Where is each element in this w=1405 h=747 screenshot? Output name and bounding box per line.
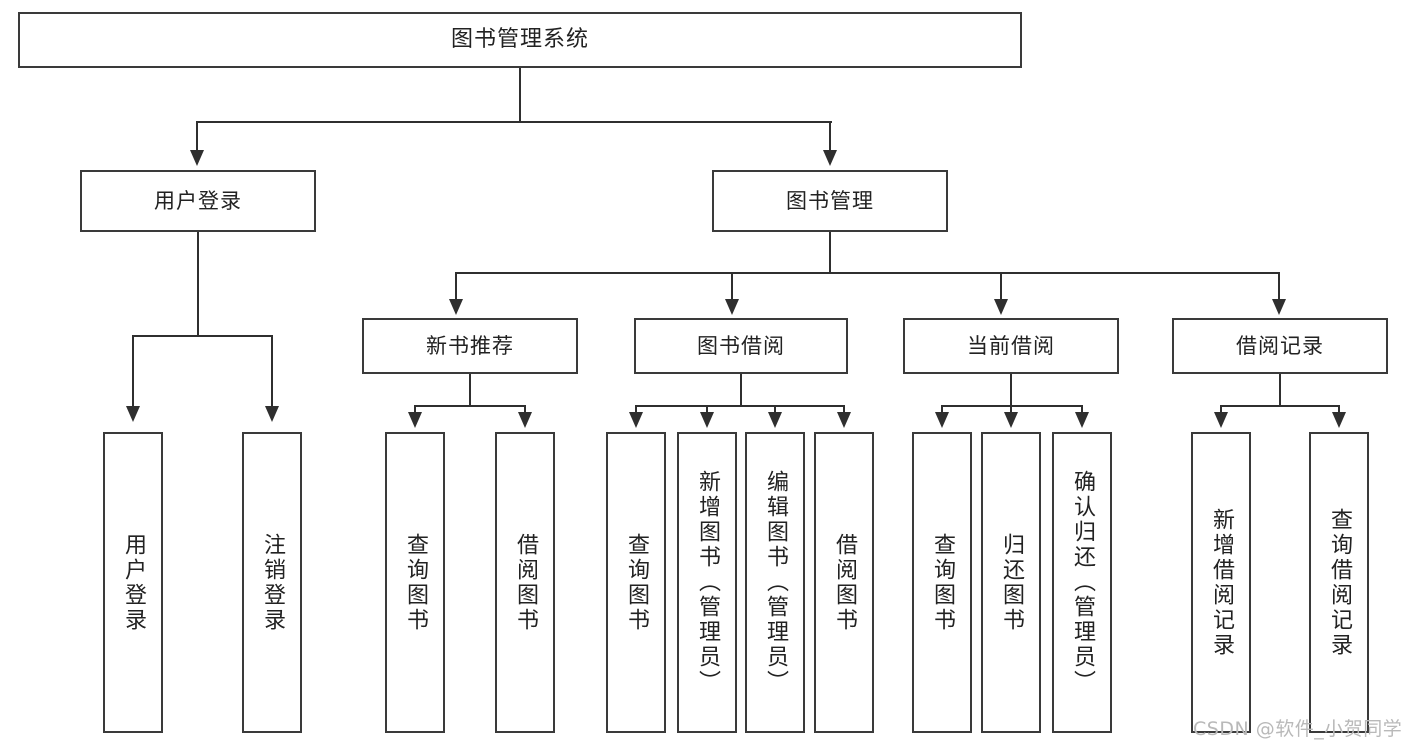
csdn-watermark: CSDN @软件_小贺同学 [1193, 718, 1403, 740]
node-label: 查询图书 [929, 532, 955, 633]
leaf-borrow-record-query[interactable]: 查询借阅记录 [1309, 432, 1369, 733]
connector-root-to-user-login [196, 121, 198, 151]
connector-book-manage-drop-4 [1278, 272, 1280, 300]
connector-new-book-stem [469, 374, 471, 406]
connector-current-borrow-stem [1010, 374, 1012, 406]
arrow-to-current-borrow [994, 299, 1008, 315]
node-book-manage[interactable]: 图书管理 [712, 170, 948, 232]
connector-borrow-record-stem [1279, 374, 1281, 406]
leaf-current-borrow-query[interactable]: 查询图书 [912, 432, 972, 733]
node-label: 图书借阅 [697, 333, 785, 358]
arrow-leaf-user-login-2 [265, 406, 279, 422]
node-label: 编辑图书（管理员） [762, 470, 788, 695]
node-label: 借阅图书 [512, 532, 538, 633]
leaf-new-book-query[interactable]: 查询图书 [385, 432, 445, 733]
node-label: 查询图书 [623, 532, 649, 633]
leaf-borrow-record-add[interactable]: 新增借阅记录 [1191, 432, 1251, 733]
node-label: 用户登录 [154, 188, 242, 213]
leaf-book-borrow-query[interactable]: 查询图书 [606, 432, 666, 733]
connector-book-manage-drop-3 [1000, 272, 1002, 300]
node-label: 新书推荐 [426, 333, 514, 358]
node-root-system[interactable]: 图书管理系统 [18, 12, 1022, 68]
leaf-book-borrow-add[interactable]: 新增图书（管理员） [677, 432, 737, 733]
node-label: 查询图书 [402, 532, 428, 633]
node-user-login[interactable]: 用户登录 [80, 170, 316, 232]
connector-current-borrow-bus [942, 405, 1082, 407]
node-label: 图书管理 [786, 188, 874, 213]
arrow-leaf-book-borrow-2 [700, 412, 714, 428]
arrow-to-user-login [190, 150, 204, 166]
arrow-to-borrow-record [1272, 299, 1286, 315]
leaf-book-borrow-edit[interactable]: 编辑图书（管理员） [745, 432, 805, 733]
node-label: 新增借阅记录 [1208, 507, 1234, 658]
connector-user-login-drop-1 [132, 335, 134, 407]
node-label: 查询借阅记录 [1326, 507, 1352, 658]
arrow-leaf-book-borrow-1 [629, 412, 643, 428]
arrow-leaf-current-borrow-1 [935, 412, 949, 428]
node-label: 用户登录 [120, 532, 146, 633]
node-label: 图书管理系统 [450, 27, 589, 53]
arrow-leaf-borrow-record-2 [1332, 412, 1346, 428]
connector-user-login-bus [133, 335, 273, 337]
connector-book-manage-drop-2 [731, 272, 733, 300]
connector-root-to-book-manage [829, 121, 831, 151]
arrow-leaf-book-borrow-3 [768, 412, 782, 428]
connector-new-book-bus [415, 405, 525, 407]
leaf-user-login-logout[interactable]: 注销登录 [242, 432, 302, 733]
connector-user-login-drop-2 [271, 335, 273, 407]
connector-book-borrow-bus [636, 405, 844, 407]
connector-book-manage-drop-1 [455, 272, 457, 300]
leaf-book-borrow-borrow[interactable]: 借阅图书 [814, 432, 874, 733]
connector-borrow-record-bus [1221, 405, 1339, 407]
leaf-current-borrow-confirm[interactable]: 确认归还（管理员） [1052, 432, 1112, 733]
arrow-leaf-current-borrow-3 [1075, 412, 1089, 428]
leaf-current-borrow-return[interactable]: 归还图书 [981, 432, 1041, 733]
node-current-borrow[interactable]: 当前借阅 [903, 318, 1119, 374]
connector-root-stem [519, 68, 521, 122]
leaf-user-login-login[interactable]: 用户登录 [103, 432, 163, 733]
node-book-borrow[interactable]: 图书借阅 [634, 318, 848, 374]
arrow-leaf-borrow-record-1 [1214, 412, 1228, 428]
node-label: 注销登录 [259, 532, 285, 633]
arrow-leaf-new-book-1 [408, 412, 422, 428]
arrow-leaf-book-borrow-4 [837, 412, 851, 428]
node-label: 当前借阅 [967, 333, 1055, 358]
connector-book-borrow-stem [740, 374, 742, 406]
node-label: 借阅图书 [831, 532, 857, 633]
node-label: 确认归还（管理员） [1069, 470, 1095, 695]
arrow-leaf-current-borrow-2 [1004, 412, 1018, 428]
connector-book-manage-stem [829, 232, 831, 274]
node-label: 借阅记录 [1236, 333, 1324, 358]
connector-root-bus [198, 121, 832, 123]
arrow-to-book-manage [823, 150, 837, 166]
arrow-leaf-user-login-1 [126, 406, 140, 422]
node-label: 新增图书（管理员） [694, 470, 720, 695]
connector-book-manage-bus [456, 272, 1280, 274]
arrow-leaf-new-book-2 [518, 412, 532, 428]
node-borrow-record[interactable]: 借阅记录 [1172, 318, 1388, 374]
arrow-to-new-book-recommend [449, 299, 463, 315]
node-label: 归还图书 [998, 532, 1024, 633]
connector-user-login-stem [197, 232, 199, 336]
leaf-new-book-borrow[interactable]: 借阅图书 [495, 432, 555, 733]
arrow-to-book-borrow [725, 299, 739, 315]
node-new-book-recommend[interactable]: 新书推荐 [362, 318, 578, 374]
